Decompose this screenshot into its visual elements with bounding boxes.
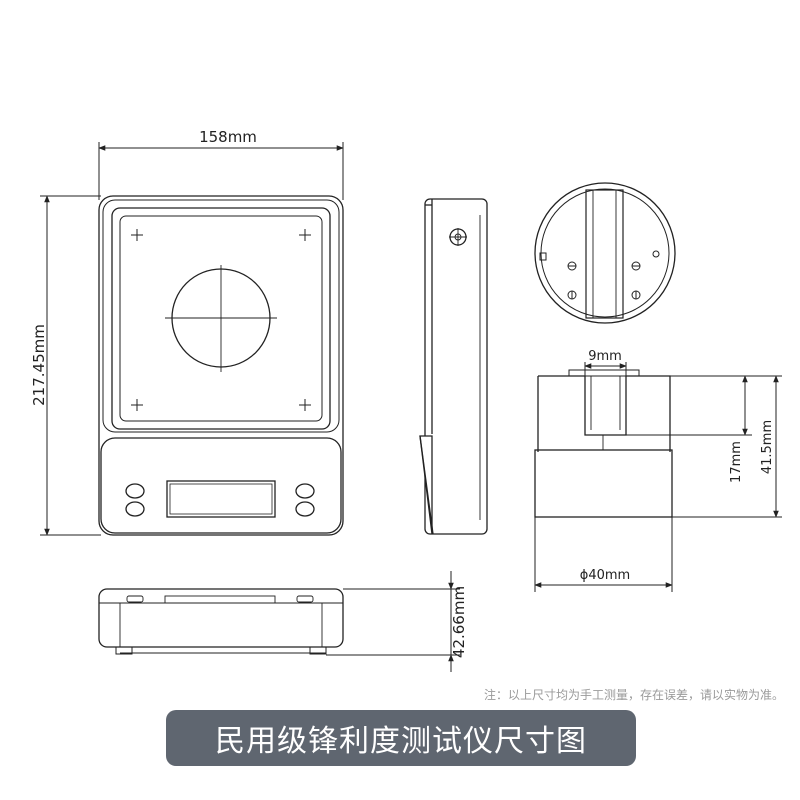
front-view bbox=[98, 588, 344, 655]
fixture-diameter-dimension bbox=[534, 517, 673, 592]
length-label: 217.45mm bbox=[30, 324, 48, 406]
length-dimension bbox=[40, 195, 101, 536]
fixture-height-label: 41.5mm bbox=[760, 420, 775, 474]
fixture-height-dimension bbox=[672, 375, 782, 518]
height-label: 42.66mm bbox=[450, 586, 468, 658]
fixture-side-view bbox=[534, 369, 673, 518]
measurement-note: 注：以上尺寸均为手工测量，存在误差，请以实物为准。 bbox=[483, 688, 784, 702]
top-view bbox=[98, 195, 344, 536]
width-label: 158mm bbox=[199, 128, 257, 146]
control-panel bbox=[100, 437, 342, 534]
control-buttons bbox=[125, 483, 315, 517]
weighing-pan-outer bbox=[111, 207, 331, 430]
width-dimension bbox=[98, 142, 344, 200]
fixture-top-view bbox=[534, 182, 676, 324]
side-view bbox=[419, 198, 488, 535]
title-banner: 民用级锋利度测试仪尺寸图 bbox=[166, 710, 636, 766]
fixture-diameter-label: ϕ40mm bbox=[580, 568, 630, 583]
slot-depth-label: 17mm bbox=[729, 441, 744, 483]
height-dimension bbox=[326, 571, 460, 672]
slot-depth-dimension bbox=[626, 375, 752, 436]
display-window bbox=[166, 480, 276, 518]
slot-width-label: 9mm bbox=[588, 349, 622, 364]
corner-marks bbox=[131, 229, 311, 411]
weighing-pan-inner bbox=[119, 215, 323, 422]
page-title: 民用级锋利度测试仪尺寸图 bbox=[215, 724, 587, 759]
slot-width-dimension bbox=[584, 362, 627, 376]
top-view-body bbox=[98, 195, 344, 536]
